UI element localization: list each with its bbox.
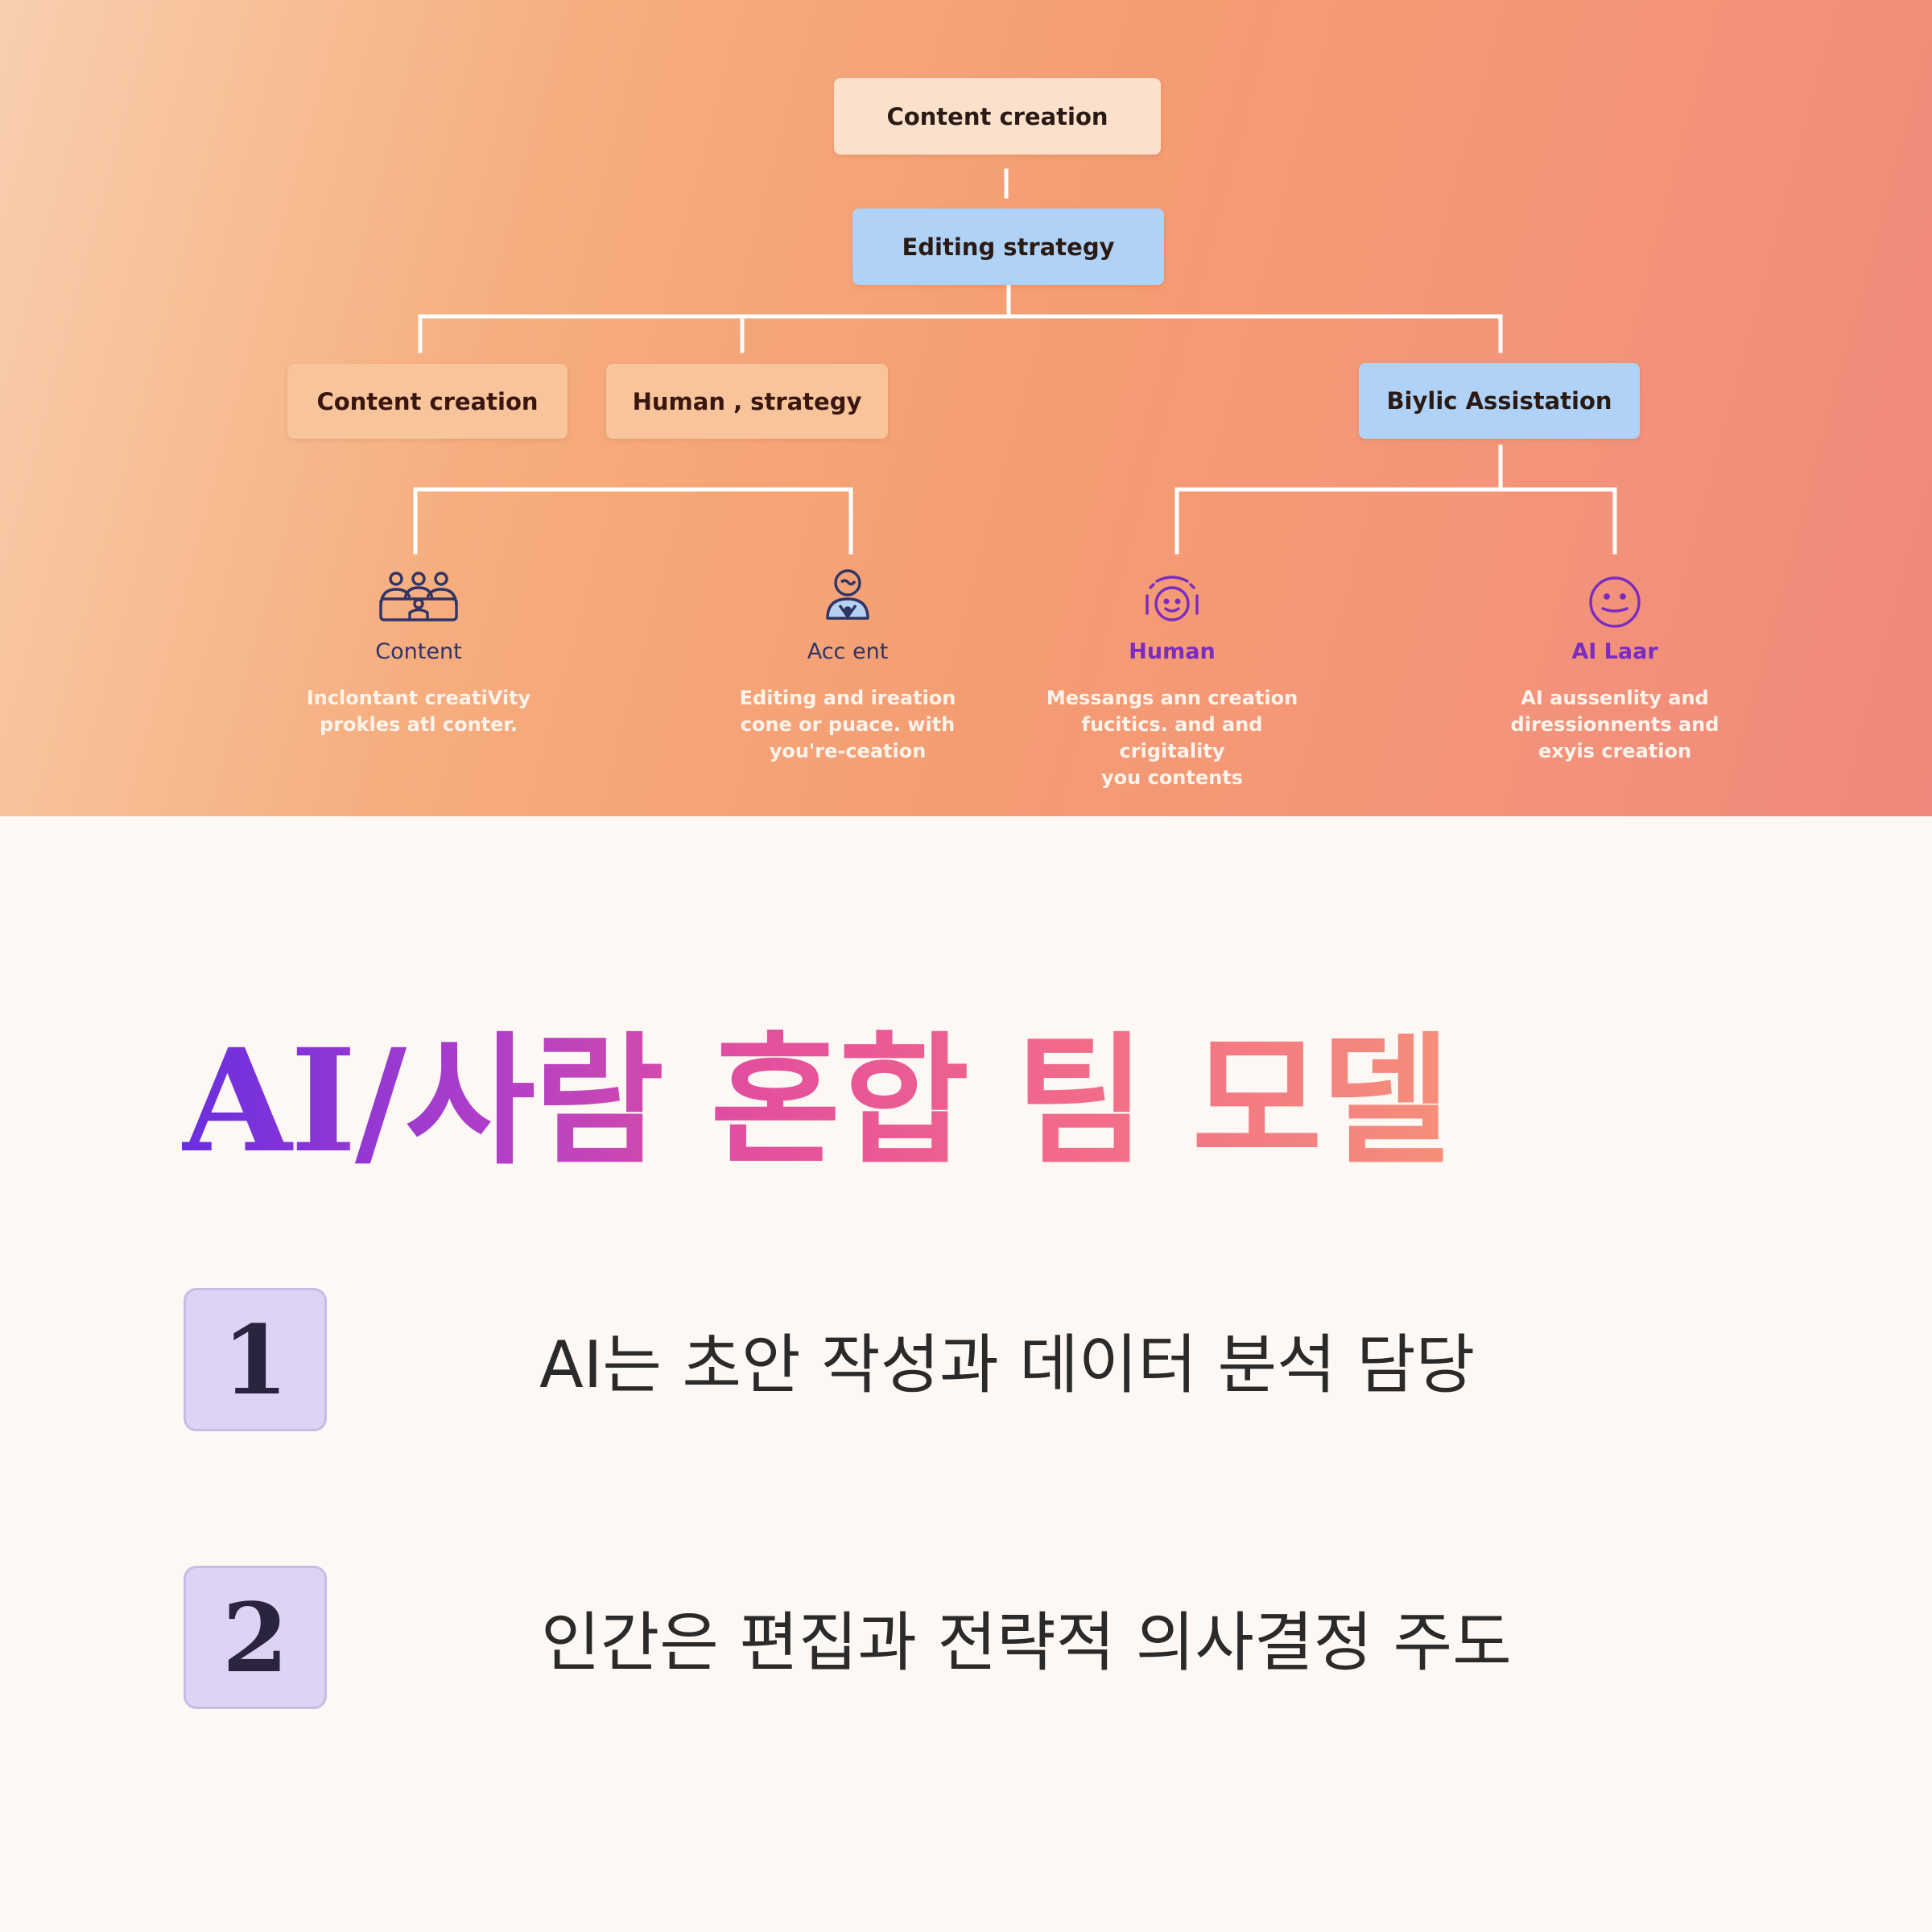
face-scan-icon <box>1146 576 1199 621</box>
leaf-description: Messangs ann creation fucitics. and and … <box>1046 687 1298 789</box>
editing-strategy-node: Editing strategy <box>852 208 1164 285</box>
diagram-connectors <box>413 168 1617 555</box>
leaf-accent: Acc ent Editing and ireation cone or pua… <box>719 568 976 765</box>
leaf-label: AI Laar <box>1571 639 1658 664</box>
leaf-description: Editing and ireation cone or puace. with… <box>739 687 956 762</box>
list-item: 2 인간은 편집과 전략적 의사결정 주도 <box>184 1566 1512 1709</box>
list-item-text: AI는 초안 작성과 데이터 분석 담당 <box>539 1327 1476 1402</box>
diagram-banner: Content creation Editing strategy Conten… <box>0 0 1932 816</box>
leaf-label: Human <box>1129 639 1216 664</box>
leaf-content: Content Inclontant creatiVity prokles at… <box>290 568 547 738</box>
number-badge: 1 <box>184 1288 327 1431</box>
team-icon <box>379 572 458 621</box>
leaf-description: Inclontant creatiVity prokles atl conter… <box>306 687 531 736</box>
number-badge: 2 <box>184 1566 327 1709</box>
branch-node-human-strategy: Human , strategy <box>606 364 888 439</box>
leaf-label: Acc ent <box>807 639 889 664</box>
person-icon <box>826 569 869 620</box>
branch-node-content-creation: Content creation <box>287 364 568 439</box>
leaf-description: AI aussenlity and diressionnents and exy… <box>1510 687 1719 762</box>
list-item: 1 AI는 초안 작성과 데이터 분석 담당 <box>184 1288 1475 1431</box>
root-node: Content creation <box>834 78 1161 155</box>
leaf-human: Human Messangs ann creation fucitics. an… <box>1031 568 1313 791</box>
smiley-icon <box>1589 576 1641 628</box>
branch-node-biylic-assistation: Biylic Assistation <box>1359 363 1640 439</box>
leaf-ai-laar: AI Laar AI aussenlity and diressionnents… <box>1482 568 1748 765</box>
leaf-label: Content <box>375 639 462 664</box>
page-title: AI/사람 혼합 팀 모델 <box>182 1018 1451 1184</box>
list-item-text: 인간은 편집과 전략적 의사결정 주도 <box>541 1605 1512 1680</box>
